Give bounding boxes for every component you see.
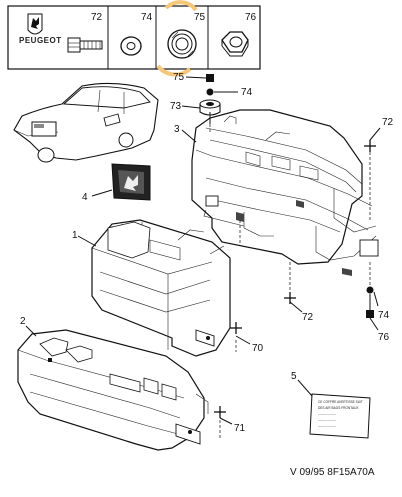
hex-nut-icon [221, 31, 249, 57]
label-part-73: 73 [170, 101, 182, 112]
label-part-72-bottom: 72 [302, 312, 314, 323]
label-card-line-3: ----------------- [318, 412, 336, 416]
peugeot-lion-logo: PEUGEOT [19, 13, 62, 45]
label-part-76: 76 [378, 332, 390, 343]
header-label-72: 72 [91, 12, 103, 23]
label-part-2: 2 [20, 316, 26, 327]
label-part-71: 71 [234, 423, 246, 434]
label-part-4: 4 [82, 192, 88, 203]
drawing-reference-code: V 09/95 8F15A70A [290, 467, 375, 478]
part-74-top-marker [206, 88, 214, 96]
label-card-line-2: DES AIR BAGS FRONTAUX [318, 406, 359, 410]
label-card-line-1: CE COFFRE AVERTISSE SUIT [318, 400, 363, 404]
part-74-right-marker [366, 286, 374, 310]
part-5-warning-label: CE COFFRE AVERTISSE SUIT DES AIR BAGS FR… [309, 393, 371, 439]
brand-logo-text: PEUGEOT [19, 36, 62, 45]
label-part-5: 5 [291, 371, 297, 382]
label-part-1: 1 [72, 230, 78, 241]
part-3-passenger-airbag [191, 109, 379, 276]
part-4-emblem [111, 163, 151, 201]
grommet-icon [156, 0, 198, 77]
label-part-75: 75 [173, 72, 185, 83]
part-71-screw [214, 406, 226, 418]
header-label-74: 74 [141, 12, 153, 23]
label-part-72-right-top: 72 [382, 117, 394, 128]
part-72-right-top-screw [364, 140, 376, 152]
label-part-3: 3 [174, 124, 180, 135]
car-location-illustration [13, 82, 159, 163]
part-75-marker [206, 74, 214, 82]
parts-header-strip: PEUGEOT 72 74 75 [7, 0, 261, 77]
part-1-control-unit [91, 219, 231, 357]
alignment-lines [209, 124, 371, 440]
label-card-line-5: ----------------- [318, 424, 336, 428]
label-part-74-top: 74 [241, 87, 253, 98]
label-part-74-right: 74 [378, 310, 390, 321]
part-73-bracket [199, 99, 221, 124]
header-label-76: 76 [245, 12, 257, 23]
washer-icon [120, 36, 142, 56]
part-2-driver-airbag-module [17, 329, 209, 451]
part-76-marker [366, 310, 374, 318]
part-70-screw [230, 322, 242, 334]
header-label-75: 75 [194, 12, 206, 23]
bolt-icon [67, 37, 103, 53]
label-part-70: 70 [252, 343, 264, 354]
label-card-line-4: ----------------- [318, 418, 336, 422]
